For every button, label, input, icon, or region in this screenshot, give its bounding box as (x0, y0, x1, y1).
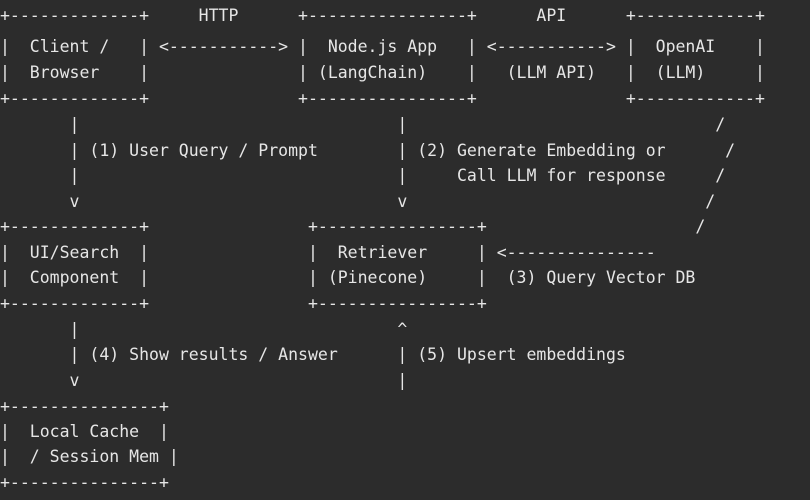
diagram-line: +---------------+ (0, 473, 169, 492)
diagram-line: +---------------+ (0, 397, 169, 416)
diagram-line: | Client / | <-----------> | Node.js App… (0, 37, 765, 56)
diagram-line: | Component | | (Pinecone) | (3) Query V… (0, 268, 696, 287)
diagram-line: +-------------+ +----------------+ (0, 294, 487, 313)
diagram-line: | UI/Search | | Retriever | <-----------… (0, 243, 656, 262)
diagram-line: +-------------+ HTTP +----------------+ … (0, 6, 765, 25)
diagram-line: v v / (0, 192, 716, 211)
diagram-line: | | / (0, 115, 726, 134)
diagram-line: | (1) User Query / Prompt | (2) Generate… (0, 141, 736, 160)
diagram-line: | Browser | | (LangChain) | (LLM API) | … (0, 63, 765, 82)
diagram-line: | / Session Mem | (0, 447, 179, 466)
diagram-line: | Local Cache | (0, 422, 169, 441)
diagram-line: | | Call LLM for response / (0, 166, 726, 185)
diagram-line: +-------------+ +----------------+ +----… (0, 89, 765, 108)
diagram-line: | (4) Show results / Answer | (5) Upsert… (0, 345, 626, 364)
diagram-line: v | (0, 371, 408, 390)
diagram-line: +-------------+ +----------------+ / (0, 217, 706, 236)
diagram-line: | ^ (0, 320, 408, 339)
